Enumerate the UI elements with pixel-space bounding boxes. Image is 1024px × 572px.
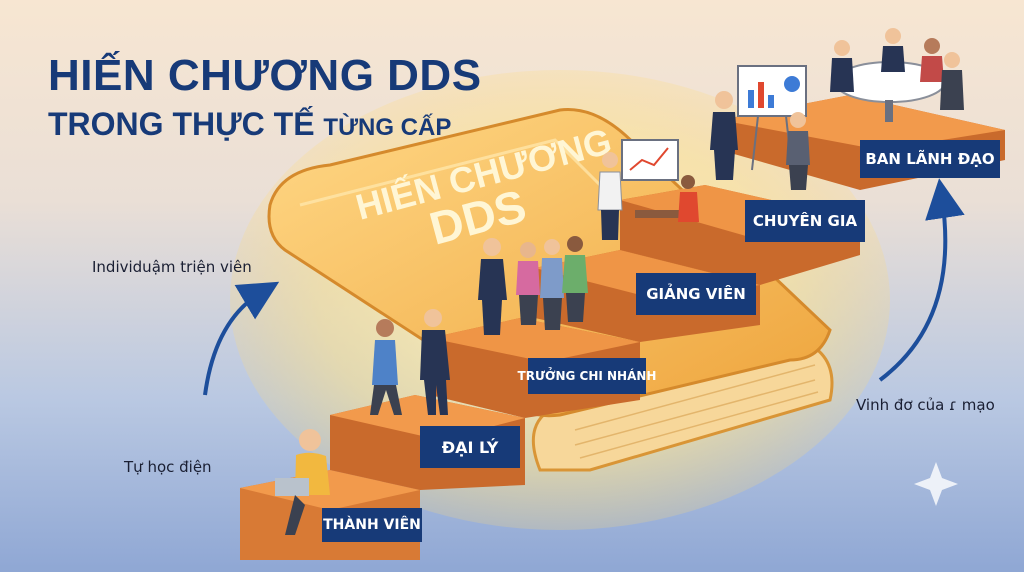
lecturer-figure — [597, 139, 699, 240]
page-title: HIẾN CHƯƠNG DDS TRONG THỰC TẾ TỪNG CẤP — [48, 51, 482, 141]
note-left-bottom: Tự học điện — [124, 458, 212, 476]
branch-team-figures — [478, 236, 588, 335]
title-line-2-small: TỪNG CẤP — [323, 114, 452, 141]
title-line-2-main: TRONG THỰC TẾ — [48, 106, 315, 142]
step-label-branch-head: TRƯỞNG CHI NHÁNH — [518, 358, 656, 394]
note-left-top: Individuậm triện viên — [92, 258, 252, 276]
right-growth-arrow — [878, 178, 965, 382]
agent-figures — [370, 309, 450, 415]
step-label-lecturer: GIẢNG VIÊN — [636, 273, 756, 315]
member-figure — [275, 429, 330, 535]
title-line-2: TRONG THỰC TẾ TỪNG CẤP — [48, 108, 482, 140]
step-label-member: THÀNH VIÊN — [322, 508, 422, 542]
left-growth-arrow — [203, 281, 280, 396]
leadership-figures — [830, 28, 964, 122]
title-line-1: HIẾN CHƯƠNG DDS — [48, 51, 482, 100]
step-label-expert: CHUYÊN GIA — [745, 200, 865, 242]
step-label-leadership: BAN LÃNH ĐẠO — [860, 140, 1000, 178]
expert-figures — [710, 65, 810, 190]
sparkle-icon — [914, 462, 958, 506]
note-right: Vinh đơ của ɾ mạo — [856, 396, 995, 414]
step-label-agent: ĐẠI LÝ — [420, 426, 520, 468]
